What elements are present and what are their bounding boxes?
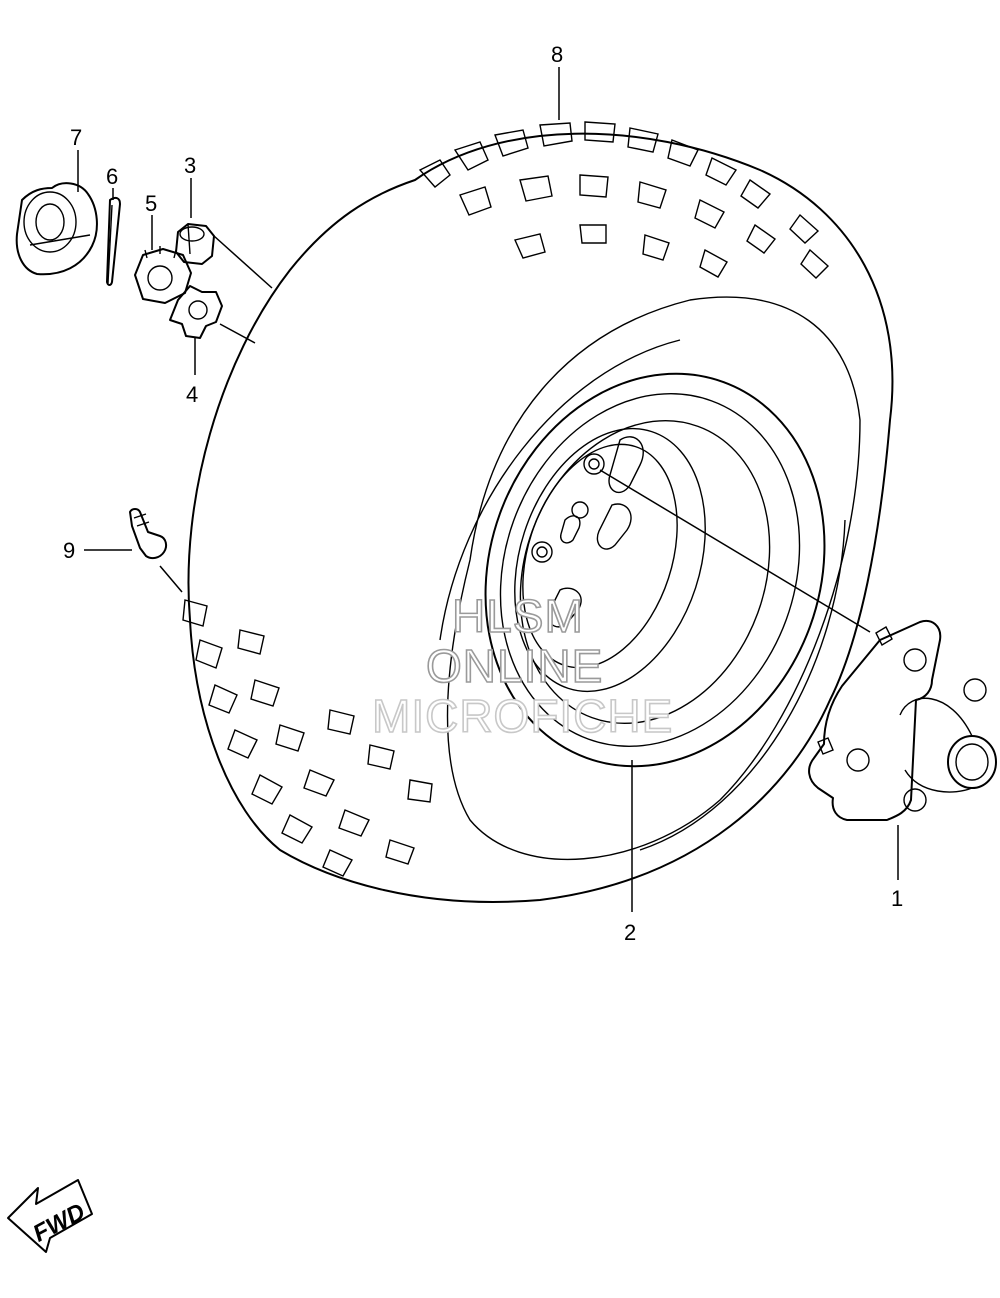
watermark-line-2: ONLINE	[426, 640, 603, 692]
callout-8: 8	[551, 42, 563, 67]
callout-3: 3	[184, 153, 196, 178]
fwd-direction-arrow: FWD	[7, 1179, 93, 1253]
callout-6: 6	[106, 164, 118, 189]
callout-2: 2	[624, 920, 636, 945]
callout-7: 7	[70, 125, 82, 150]
valve-stem	[129, 508, 168, 560]
watermark-line-3: MICROFICHE	[372, 690, 673, 742]
leader-lines	[77, 67, 899, 912]
castle-nut	[134, 246, 192, 304]
tire	[182, 121, 894, 903]
wheel-hub	[808, 620, 997, 821]
lock-plate	[169, 285, 223, 339]
cotter-pin	[106, 196, 121, 286]
hex-nut	[175, 223, 215, 265]
callout-5: 5	[145, 191, 157, 216]
fwd-label: FWD	[29, 1198, 90, 1247]
wheel-rim	[484, 372, 826, 768]
tread-pattern-bottom	[182, 599, 433, 877]
callout-4: 4	[186, 382, 198, 407]
hub-cap	[15, 182, 98, 276]
watermark-line-1: HLSM	[452, 590, 584, 642]
rim-vent-slots	[547, 436, 644, 628]
callout-1: 1	[891, 886, 903, 911]
rim-bolt-holes	[531, 453, 605, 563]
callout-numbers: 8 7 6 3 5 4 9 2 1	[63, 42, 903, 945]
tread-pattern-top	[418, 121, 830, 279]
watermark: HLSM ONLINE MICROFICHE	[371, 589, 673, 743]
callout-9: 9	[63, 538, 75, 563]
